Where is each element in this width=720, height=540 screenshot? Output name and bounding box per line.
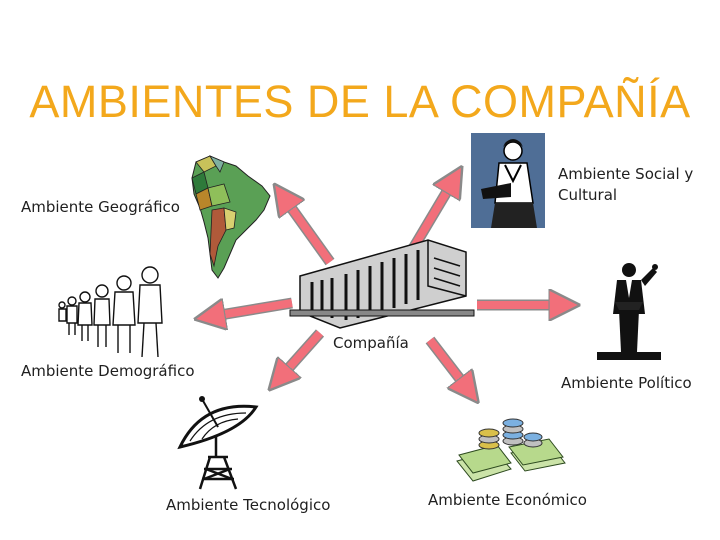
people-line-icon <box>58 266 163 358</box>
label-geografico: Ambiente Geográfico <box>21 198 180 216</box>
page-title: AMBIENTES DE LA COMPAÑÍA <box>29 76 691 127</box>
label-economico: Ambiente Económico <box>428 491 587 509</box>
money-stack-icon <box>456 418 566 482</box>
label-demografico: Ambiente Demográfico <box>21 362 195 380</box>
arrow-to-geografico <box>282 195 335 266</box>
arrow-to-economico <box>425 336 470 392</box>
satellite-dish-icon <box>177 396 259 490</box>
arrow-to-tecnologico <box>278 329 325 380</box>
label-politico: Ambiente Político <box>561 374 692 392</box>
arrow-to-demografico <box>208 297 293 317</box>
company-building-icon <box>289 239 475 329</box>
politician-podium-icon <box>597 263 661 360</box>
reading-man-icon <box>471 133 545 228</box>
label-tecnologico: Ambiente Tecnológico <box>166 496 331 514</box>
label-social-line1: Ambiente Social y <box>558 165 694 183</box>
label-social-line2: Cultural <box>558 186 618 204</box>
center-label: Compañía <box>333 334 409 352</box>
south-america-map-icon <box>191 155 271 279</box>
